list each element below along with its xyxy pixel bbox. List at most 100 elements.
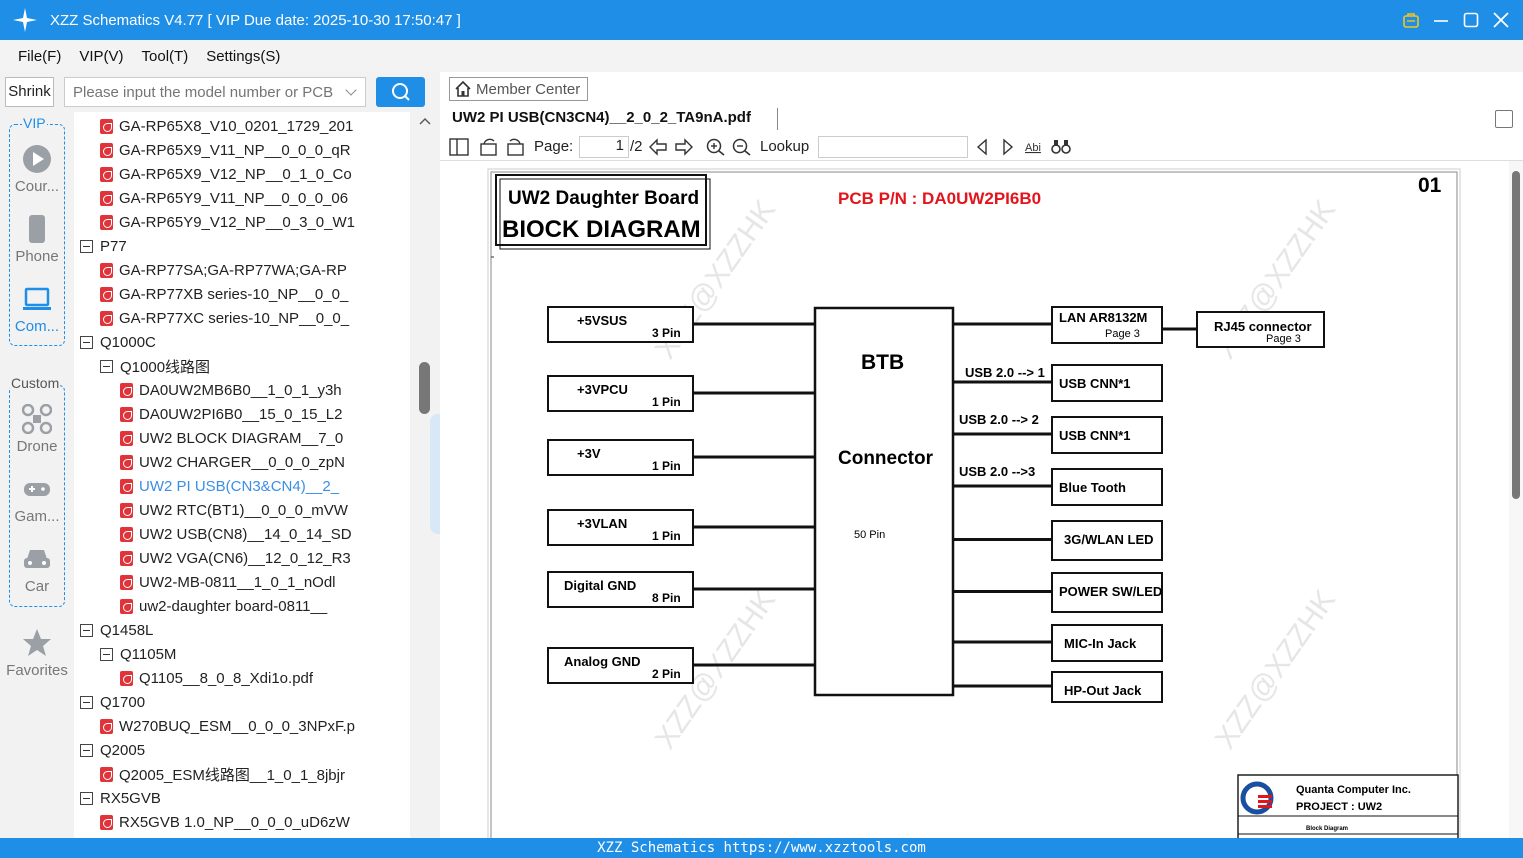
menu-vip[interactable]: VIP(V)	[79, 47, 124, 65]
menu-tool[interactable]: Tool(T)	[141, 47, 189, 65]
tree-file[interactable]: uw2-daughter board-0811__	[120, 594, 327, 618]
tree-file[interactable]: DA0UW2PI6B0__15_0_15_L2	[120, 402, 342, 426]
pdf-icon	[120, 382, 133, 398]
page-input[interactable]: 1	[579, 136, 629, 158]
collapse-icon[interactable]	[100, 647, 113, 661]
tree-file[interactable]: UW2 PI USB(CN3&CN4)__2_	[120, 474, 339, 498]
tree-file[interactable]: GA-RP77XB series-10_NP__0_0_	[100, 282, 348, 306]
match-case-icon[interactable]: Abi	[1024, 138, 1046, 156]
peripheral-block-name: USB CNN*1	[1059, 376, 1131, 391]
prev-page-icon[interactable]	[648, 138, 668, 156]
search-input[interactable]	[65, 78, 335, 106]
zoom-out-icon[interactable]	[732, 138, 752, 156]
tree-folder[interactable]: Q1458L	[80, 618, 153, 642]
collapse-icon[interactable]	[80, 623, 93, 637]
restore-window-icon[interactable]	[1495, 110, 1513, 128]
close-icon[interactable]	[1493, 12, 1509, 28]
vip-badge-icon[interactable]	[1403, 12, 1419, 28]
search-next-icon[interactable]	[1000, 138, 1016, 156]
collapse-icon[interactable]	[80, 239, 93, 253]
tree-label: Q2005	[100, 741, 146, 759]
document-tab[interactable]: UW2 PI USB(CN3CN4)__2_0_2_TA9nA.pdf	[452, 109, 751, 126]
tree-file[interactable]: GA-RP65X9_V11_NP__0_0_0_qR	[100, 138, 351, 162]
search-button[interactable]	[376, 77, 425, 107]
category-phone[interactable]: Phone	[0, 214, 74, 265]
rotate-right-icon[interactable]	[505, 138, 525, 156]
tree-file[interactable]: GA-RP65Y9_V11_NP__0_0_0_06	[100, 186, 348, 210]
tree-folder[interactable]: P77	[80, 234, 127, 258]
tree-file[interactable]: Q2005_ESM线路图__1_0_1_8jbjr	[100, 762, 345, 786]
tree-label: GA-RP65Y9_V12_NP__0_3_0_W1	[119, 213, 355, 231]
tree-file[interactable]: GA-RP65Y9_V12_NP__0_3_0_W1	[100, 210, 355, 234]
tree-folder[interactable]: Q1000C	[80, 330, 156, 354]
tree-label: DA0UW2MB6B0__1_0_1_y3h	[139, 381, 342, 399]
member-center-button[interactable]: Member Center	[449, 77, 588, 101]
tree-folder[interactable]: Q1700	[80, 690, 145, 714]
collapse-icon[interactable]	[80, 743, 93, 757]
menu-bar: File(F) VIP(V) Tool(T) Settings(S)	[0, 40, 1523, 72]
collapse-panel-handle[interactable]	[430, 414, 442, 534]
pdf-icon	[120, 526, 133, 542]
tree-folder[interactable]: Q1000线路图	[100, 354, 210, 378]
lookup-input[interactable]	[818, 136, 968, 158]
viewer-scroll-thumb[interactable]	[1512, 171, 1520, 499]
tree-file[interactable]: UW2-MB-0811__1_0_1_nOdl	[120, 570, 336, 594]
shrink-button[interactable]: Shrink	[5, 77, 54, 107]
tree-file[interactable]: UW2 VGA(CN6)__12_0_12_R3	[120, 546, 351, 570]
tree-file[interactable]: GA-RP77SA;GA-RP77WA;GA-RP	[100, 258, 347, 282]
pdf-icon	[100, 214, 113, 230]
tree-label: UW2 PI USB(CN3&CN4)__2_	[139, 477, 340, 495]
category-game[interactable]: Gam...	[0, 474, 74, 525]
find-all-icon[interactable]	[1050, 138, 1072, 156]
tree-file[interactable]: UW2 BLOCK DIAGRAM__7_0	[120, 426, 343, 450]
scroll-up-icon[interactable]	[410, 114, 440, 128]
sidebar-toggle-icon[interactable]	[449, 138, 469, 156]
search-prev-icon[interactable]	[974, 138, 990, 156]
tree-file[interactable]: W270BUQ_ESM__0_0_0_3NPxF.p	[100, 714, 355, 738]
tree-folder[interactable]: RX5GVB	[80, 786, 161, 810]
tree-label: GA-RP65X9_V12_NP__0_1_0_Co	[119, 165, 352, 183]
minimize-icon[interactable]	[1433, 12, 1449, 28]
tree-file[interactable]: Q1105__8_0_8_Xdi1o.pdf	[120, 666, 313, 690]
pdf-icon	[120, 550, 133, 566]
zoom-in-icon[interactable]	[706, 138, 726, 156]
title-bar: XZZ Schematics V4.77 [ VIP Due date: 202…	[0, 0, 1523, 40]
pdf-viewer[interactable]: UW2 Daughter Board BIOCK DIAGRAM PCB P/N…	[440, 160, 1523, 839]
collapse-icon[interactable]	[80, 695, 93, 709]
tree-file[interactable]: DA0UW2MB6B0__1_0_1_y3h	[120, 378, 342, 402]
category-computer[interactable]: Com...	[0, 284, 74, 335]
rotate-left-icon[interactable]	[479, 138, 499, 156]
pdf-icon	[120, 454, 133, 470]
maximize-icon[interactable]	[1463, 12, 1479, 28]
tab-divider	[777, 108, 778, 130]
collapse-icon[interactable]	[80, 791, 93, 805]
pdf-icon	[100, 718, 113, 734]
tree-file[interactable]: UW2 RTC(BT1)__0_0_0_mVW	[120, 498, 348, 522]
category-label: Cour...	[14, 178, 60, 195]
chevron-down-icon[interactable]	[345, 84, 357, 96]
collapse-icon[interactable]	[80, 335, 93, 349]
menu-file[interactable]: File(F)	[18, 47, 62, 65]
tree-label: GA-RP77XB series-10_NP__0_0_	[119, 285, 349, 303]
tree-file[interactable]: GA-RP65X8_V10_0201_1729_201	[100, 114, 353, 138]
category-label: Com...	[14, 318, 60, 335]
collapse-icon[interactable]	[100, 359, 113, 373]
tree-folder[interactable]: Q2005	[80, 738, 145, 762]
category-favorites[interactable]: Favorites	[0, 628, 74, 679]
menu-settings[interactable]: Settings(S)	[206, 47, 281, 65]
tree-scroll-thumb[interactable]	[419, 362, 430, 414]
viewer-scrollbar[interactable]	[1509, 161, 1523, 839]
tree-file[interactable]: UW2 USB(CN8)__14_0_14_SD	[120, 522, 352, 546]
category-drone[interactable]: Drone	[0, 403, 74, 455]
tree-folder[interactable]: Q1105M	[100, 642, 176, 666]
pdf-icon	[100, 310, 113, 326]
tree-file[interactable]: RX5GVB 1.0_NP__0_0_0_uD6zW	[100, 810, 350, 834]
pdf-icon	[120, 502, 133, 518]
tree-file[interactable]: UW2 CHARGER__0_0_0_zpN	[120, 450, 345, 474]
next-page-icon[interactable]	[674, 138, 694, 156]
tree-file[interactable]: GA-RP77XC series-10_NP__0_0_	[100, 306, 349, 330]
tree-file[interactable]: GA-RP65X9_V12_NP__0_1_0_Co	[100, 162, 352, 186]
peripheral-block-name: 3G/WLAN LED	[1064, 532, 1154, 547]
category-car[interactable]: Car	[0, 544, 74, 595]
category-course[interactable]: Cour...	[0, 144, 74, 195]
